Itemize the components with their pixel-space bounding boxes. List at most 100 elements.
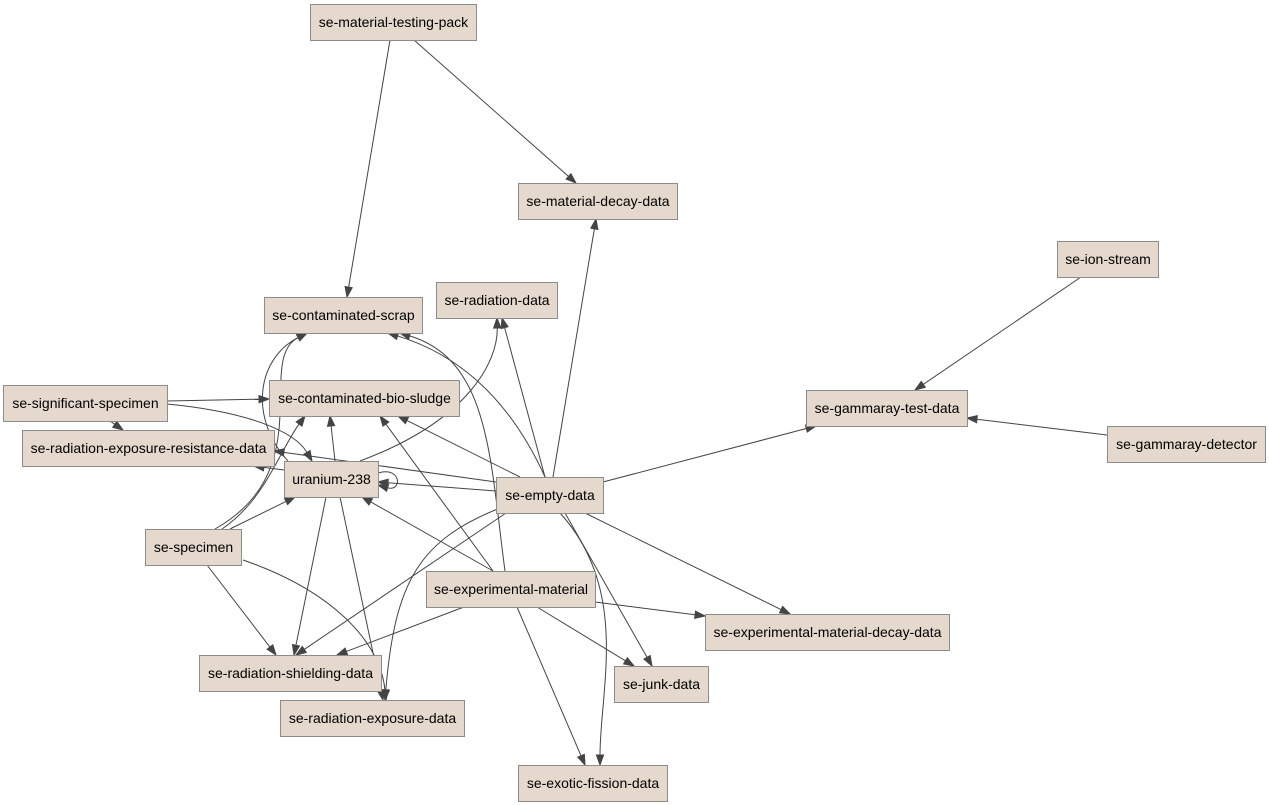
node-box[interactable] (496, 477, 604, 514)
node-box[interactable] (199, 655, 382, 692)
edge-line (397, 335, 546, 478)
node-box[interactable] (264, 297, 423, 334)
arrowhead-icon (643, 654, 653, 668)
edge-line (976, 418, 1108, 436)
node-label: se-contaminated-bio-sludge (278, 390, 451, 406)
edge-line (229, 500, 287, 530)
node-gamma-test[interactable]: se-gammaray-test-data (806, 390, 968, 427)
edge-line (263, 466, 285, 471)
edge-exp_mat-to-cont_scrap (398, 331, 506, 572)
node-label: se-gammaray-test-data (815, 400, 960, 416)
arrowhead-icon (500, 316, 509, 330)
node-box[interactable] (1057, 241, 1159, 278)
edge-line (385, 423, 494, 572)
edge-empty-to-gamma_test (602, 424, 818, 483)
node-junk[interactable]: se-junk-data (614, 666, 709, 703)
node-specimen[interactable]: se-specimen (145, 529, 242, 566)
node-label: se-radiation-shielding-data (208, 665, 373, 681)
node-label: se-material-decay-data (526, 193, 669, 209)
node-bio-sludge[interactable]: se-contaminated-bio-sludge (269, 380, 460, 417)
arrowhead-icon (913, 380, 927, 391)
node-box[interactable] (436, 282, 558, 319)
edge-exp_mat-to-bio_sludge (379, 414, 494, 572)
node-label: se-empty-data (505, 487, 595, 503)
arrowhead-icon (294, 645, 308, 656)
edge-u238-to-shield (291, 496, 327, 657)
edge-exp_mat-to-junk (536, 606, 636, 667)
nodes-layer: se-material-testing-pack se-material-deca… (3, 4, 1266, 802)
arrowhead-icon (283, 496, 297, 506)
arrowhead-icon (295, 332, 309, 342)
node-box[interactable] (145, 529, 242, 566)
node-label: se-radiation-exposure-data (289, 710, 457, 726)
edge-exp_mat-to-exp_decay (594, 601, 707, 619)
node-rad-exp[interactable]: se-radiation-exposure-data (280, 700, 465, 737)
node-sig-spec[interactable]: se-significant-specimen (3, 385, 168, 422)
edge-line (594, 601, 696, 616)
edge-line (922, 276, 1082, 385)
edge-line (221, 423, 300, 530)
node-mat-decay[interactable]: se-material-decay-data (518, 183, 678, 220)
node-box[interactable] (22, 430, 275, 467)
node-label: se-junk-data (623, 676, 700, 692)
arrowhead-icon (111, 420, 125, 431)
node-rad-data[interactable]: se-radiation-data (436, 282, 558, 319)
node-shield[interactable]: se-radiation-shielding-data (199, 655, 382, 692)
edge-empty-to-mat_decay (552, 217, 599, 478)
edge-empty-to-u238 (376, 478, 497, 492)
node-box[interactable] (1107, 426, 1266, 463)
edge-empty-to-shield (294, 512, 507, 656)
node-box[interactable] (284, 461, 379, 498)
edge-line (295, 496, 327, 646)
node-fission[interactable]: se-exotic-fission-data (518, 765, 668, 802)
node-box[interactable] (280, 700, 465, 737)
node-label: se-radiation-data (444, 292, 549, 308)
arrowhead-icon (291, 643, 301, 657)
node-label: se-experimental-material-decay-data (714, 624, 942, 640)
node-label: se-ion-stream (1065, 251, 1151, 267)
node-label: uranium-238 (292, 471, 371, 487)
node-label: se-contaminated-scrap (272, 307, 415, 323)
node-box[interactable] (310, 4, 477, 41)
node-exp-decay[interactable]: se-experimental-material-decay-data (705, 614, 950, 651)
node-gamma-det[interactable]: se-gammaray-detector (1107, 426, 1266, 463)
edge-line (413, 39, 569, 177)
arrowhead-icon (595, 754, 605, 767)
node-mat-pack[interactable]: se-material-testing-pack (310, 4, 477, 41)
edge-line (504, 327, 546, 478)
node-exp-mat[interactable]: se-experimental-material (426, 571, 596, 608)
edge-line (552, 228, 595, 478)
edge-line (377, 471, 398, 489)
node-ion[interactable]: se-ion-stream (1057, 241, 1159, 278)
arrowhead-icon (379, 414, 390, 428)
arrowhead-icon (258, 394, 271, 404)
node-box[interactable] (3, 385, 168, 422)
node-box[interactable] (426, 571, 596, 608)
arrowhead-icon (492, 316, 502, 329)
node-box[interactable] (614, 666, 709, 703)
node-box[interactable] (806, 390, 968, 427)
node-u238[interactable]: uranium-238 (284, 461, 379, 498)
arrowhead-icon (778, 605, 792, 615)
edge-u238-to-bio_sludge (326, 414, 336, 462)
node-cont-scrap[interactable]: se-contaminated-scrap (264, 297, 423, 334)
node-box[interactable] (518, 765, 668, 802)
node-empty[interactable]: se-empty-data (496, 477, 604, 514)
node-rad-res[interactable]: se-radiation-exposure-resistance-data (22, 430, 275, 467)
edge-u238-to-rad_data (359, 316, 502, 462)
node-box[interactable] (705, 614, 950, 651)
edge-gamma_det-to-gamma_test (965, 414, 1108, 436)
edge-line (206, 564, 271, 648)
edge-line (348, 39, 391, 288)
edge-specimen-to-cont_scrap (214, 332, 309, 530)
node-box[interactable] (518, 183, 678, 220)
node-label: se-significant-specimen (12, 395, 158, 411)
edge-line (330, 425, 336, 462)
arrowhead-icon (965, 414, 978, 424)
node-box[interactable] (269, 380, 460, 417)
node-label: se-specimen (154, 539, 233, 555)
edge-exp_mat-to-fission (516, 606, 586, 767)
node-label: se-radiation-exposure-resistance-data (31, 440, 267, 456)
arrowhead-icon (360, 496, 374, 506)
arrowhead-icon (694, 610, 707, 619)
